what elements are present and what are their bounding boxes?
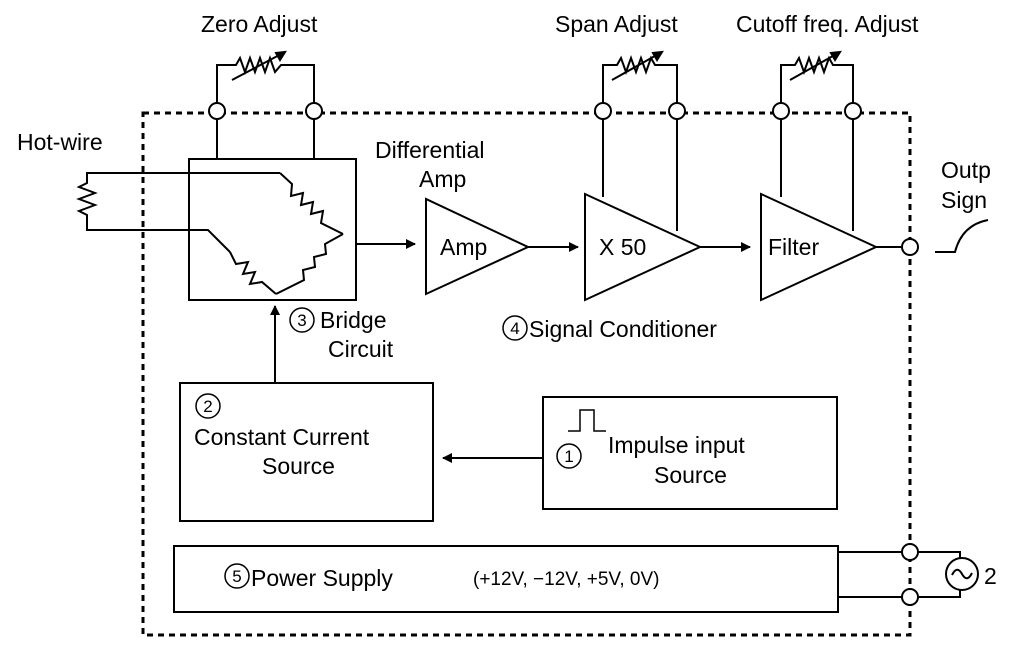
filter-label: Filter [768, 234, 819, 260]
power-supply-box [173, 545, 839, 613]
marker-3-circle [289, 307, 315, 333]
power-terminal-top [901, 543, 919, 561]
wheatstone-bridge [229, 172, 344, 295]
zero-adjust-label: Zero Adjust [201, 11, 318, 37]
power-supply-label: Power Supply [251, 565, 393, 591]
ccs-label-line2: Source [262, 453, 335, 479]
impulse-source-box [542, 396, 838, 510]
amp-label: Amp [440, 234, 487, 260]
cutoff-adjust-terminals [772, 102, 862, 120]
bridge-label-line2: Circuit [328, 336, 394, 362]
output-label-line1: Outp [941, 157, 991, 183]
ac-source-label: 2 [984, 563, 997, 589]
differential-label: Differential [375, 137, 485, 163]
impulse-label-line1: Impulse input [608, 432, 745, 458]
constant-current-source-box [179, 382, 434, 522]
marker-5: 5 [232, 567, 241, 586]
cutoff-adjust-label: Cutoff freq. Adjust [736, 11, 919, 37]
span-adjust-label: Span Adjust [555, 11, 678, 37]
marker-1-circle [556, 443, 582, 469]
marker-2: 2 [203, 397, 212, 416]
gain-x50-label: X 50 [599, 234, 646, 260]
marker-4: 4 [510, 319, 519, 338]
hot-wire-label: Hot-wire [17, 129, 103, 155]
system-enclosure [141, 111, 912, 637]
marker-3: 3 [297, 311, 306, 330]
pulse-icon [568, 409, 606, 432]
voltages-label: (+12V, −12V, +5V, 0V) [473, 569, 659, 590]
signal-conditioner-label: Signal Conditioner [529, 316, 717, 342]
cutoff-adjust-potentiometer [780, 50, 854, 231]
output-waveform [935, 219, 989, 253]
output-terminal [901, 238, 919, 256]
marker-1: 1 [564, 447, 573, 466]
marker-4-circle [502, 315, 528, 341]
power-terminal-bottom [901, 588, 919, 606]
span-adjust-terminals [594, 102, 686, 120]
bridge-label-line1: Bridge [320, 307, 386, 333]
amp-caption-label: Amp [419, 166, 466, 192]
impulse-label-line2: Source [654, 462, 727, 488]
zero-adjust-potentiometer [216, 50, 315, 104]
ccs-label-line1: Constant Current [194, 424, 370, 450]
marker-2-circle [195, 393, 221, 419]
zero-adjust-terminals [208, 102, 323, 120]
amp-triangle [425, 197, 531, 296]
filter-triangle [760, 192, 879, 302]
hot-wire-resistor [76, 172, 280, 253]
output-label-line2: Sign [941, 187, 987, 213]
span-adjust-potentiometer [602, 50, 678, 231]
gain-x50-triangle [584, 192, 703, 302]
bridge-circuit-box [188, 158, 357, 301]
marker-5-circle [224, 563, 250, 589]
